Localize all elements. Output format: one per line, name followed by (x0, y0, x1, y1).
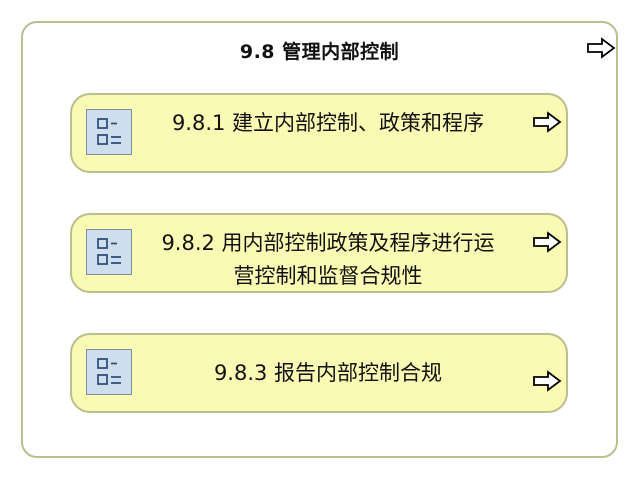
process-list-icon (86, 229, 132, 275)
card-label-line: 9.8.2 用内部控制政策及程序进行运 (161, 231, 495, 255)
process-card-9-8-1[interactable]: 9.8.1 建立内部控制、政策和程序 (70, 93, 568, 173)
hollow-right-arrow-icon[interactable] (532, 111, 562, 133)
hollow-right-arrow-icon[interactable] (532, 370, 562, 392)
hollow-right-arrow-icon[interactable] (532, 231, 562, 253)
card-label: 9.8.1 建立内部控制、政策和程序 (134, 107, 522, 139)
card-label-line: 9.8.3 报告内部控制合规 (213, 361, 443, 385)
group-title: 9.8 管理内部控制 (239, 41, 400, 63)
process-card-9-8-3[interactable]: 9.8.3 报告内部控制合规 (70, 333, 568, 413)
card-label-line: 营控制和监督合规性 (233, 264, 423, 288)
card-label-line: 9.8.1 建立内部控制、政策和程序 (171, 111, 485, 135)
card-label: 9.8.2 用内部控制政策及程序进行运 营控制和监督合规性 (134, 227, 522, 291)
process-card-9-8-2[interactable]: 9.8.2 用内部控制政策及程序进行运 营控制和监督合规性 (70, 213, 568, 293)
process-list-icon (86, 349, 132, 395)
card-label: 9.8.3 报告内部控制合规 (134, 357, 522, 389)
hollow-right-arrow-icon[interactable] (586, 37, 616, 59)
process-group-9-8[interactable]: 9.8 管理内部控制 9.8.1 建立内部控制、政策和程序 (21, 21, 618, 458)
process-list-icon (86, 109, 132, 155)
